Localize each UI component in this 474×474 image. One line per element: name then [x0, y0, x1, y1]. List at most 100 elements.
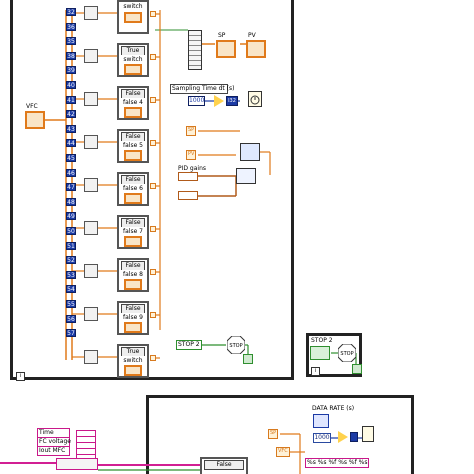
- case-output-tunnel[interactable]: [150, 11, 156, 17]
- bottom-vfc-terminal[interactable]: VFC: [276, 447, 290, 457]
- select-node[interactable]: [84, 307, 98, 321]
- case-output-tunnel[interactable]: [150, 97, 156, 103]
- numeric-constant[interactable]: 54: [66, 285, 76, 294]
- side-stop-node[interactable]: STOP: [337, 343, 357, 363]
- case-inner-indicator[interactable]: [124, 236, 142, 247]
- case-selector-label: switch 10: [121, 356, 145, 373]
- i32-conversion[interactable]: I32: [226, 96, 238, 106]
- bottom-i32-conversion[interactable]: [350, 432, 358, 442]
- select-node[interactable]: [84, 92, 98, 106]
- select-node[interactable]: [84, 221, 98, 235]
- case-inner-indicator[interactable]: [124, 64, 142, 75]
- numeric-constant[interactable]: 41: [66, 95, 76, 104]
- vfc-control[interactable]: [25, 111, 45, 129]
- case-output-tunnel[interactable]: [150, 312, 156, 318]
- bundle-node[interactable]: [188, 30, 202, 70]
- select-node[interactable]: [84, 350, 98, 364]
- data-rate-control[interactable]: [313, 414, 329, 428]
- side-stop-sign-icon: STOP: [337, 343, 357, 363]
- numeric-constant[interactable]: 40: [66, 81, 76, 89]
- bottom-case-header[interactable]: False: [204, 460, 244, 470]
- bottom-case-structure[interactable]: False: [200, 457, 248, 474]
- loop-condition-terminal[interactable]: [243, 354, 253, 364]
- pid-vi-icon-2[interactable]: [236, 168, 256, 184]
- numeric-constant[interactable]: 53: [66, 270, 76, 279]
- pv-chart-indicator[interactable]: [246, 40, 266, 58]
- case-output-tunnel[interactable]: [150, 226, 156, 232]
- case-inner-indicator[interactable]: [124, 12, 142, 23]
- vfc-label: VFC: [26, 103, 38, 110]
- sampling-time-constant[interactable]: 1000: [188, 96, 205, 106]
- pid-output-range[interactable]: [178, 191, 198, 200]
- numeric-constant[interactable]: 48: [66, 197, 76, 206]
- select-node[interactable]: [84, 49, 98, 63]
- select-node[interactable]: [84, 178, 98, 192]
- select-node[interactable]: [84, 6, 98, 20]
- select-node[interactable]: [84, 135, 98, 149]
- numeric-constant[interactable]: 35: [66, 37, 76, 46]
- numeric-constant[interactable]: 51: [66, 241, 76, 250]
- case-inner-indicator[interactable]: [124, 365, 142, 376]
- case-selector-label: false 5: [121, 141, 145, 150]
- side-stop-control[interactable]: STOP 2: [310, 337, 334, 345]
- clock-icon: [250, 95, 260, 105]
- select-node[interactable]: [84, 264, 98, 278]
- stop-control[interactable]: STOP 2: [176, 340, 202, 350]
- numeric-constant[interactable]: 47: [66, 183, 76, 192]
- case-structure[interactable]: switch 2: [117, 0, 149, 34]
- format-string-constant[interactable]: %s %s %f %s %f %s: [305, 458, 369, 468]
- case-inner-indicator[interactable]: [124, 193, 142, 204]
- bottom-bus-node[interactable]: [56, 458, 98, 470]
- data-rate-constant[interactable]: 1000: [313, 433, 331, 443]
- sp-chart-indicator[interactable]: [216, 40, 236, 58]
- numeric-constant[interactable]: 56: [66, 314, 76, 323]
- numeric-constant[interactable]: 43: [66, 124, 76, 133]
- sp-terminal[interactable]: SP: [186, 126, 196, 136]
- case-inner-indicator[interactable]: [124, 322, 142, 333]
- numeric-constant[interactable]: 39: [66, 66, 76, 75]
- numeric-constant[interactable]: 36: [66, 22, 76, 31]
- case-output-tunnel[interactable]: [150, 183, 156, 189]
- side-stop-boolean[interactable]: [310, 346, 330, 360]
- side-loop-condition[interactable]: [352, 364, 362, 374]
- numeric-constant[interactable]: 38: [66, 51, 76, 60]
- numeric-constant[interactable]: 42: [66, 110, 76, 119]
- multiply-node[interactable]: [214, 95, 224, 107]
- case-output-tunnel[interactable]: [150, 355, 156, 361]
- numeric-constant[interactable]: 49: [66, 212, 76, 221]
- wait-ms-icon[interactable]: [248, 91, 262, 107]
- case-output-tunnel[interactable]: [150, 54, 156, 60]
- pid-gains-control[interactable]: [178, 172, 198, 181]
- bottom-wait-icon[interactable]: [362, 426, 374, 442]
- case-output-tunnel[interactable]: [150, 140, 156, 146]
- loop-iteration-icon: i: [16, 372, 25, 381]
- stop-node[interactable]: STOP: [226, 335, 246, 355]
- case-selector-label: false 4: [121, 98, 145, 107]
- numeric-constant[interactable]: 50: [66, 227, 76, 235]
- numeric-constant[interactable]: 44: [66, 139, 76, 148]
- numeric-constant[interactable]: 52: [66, 256, 76, 265]
- case-output-tunnel[interactable]: [150, 269, 156, 275]
- numeric-constant[interactable]: 55: [66, 300, 76, 308]
- case-inner-indicator[interactable]: [124, 150, 142, 161]
- pid-vi-icon[interactable]: [240, 143, 260, 161]
- side-stop-sign-text: STOP: [340, 351, 353, 357]
- numeric-constant[interactable]: 45: [66, 154, 76, 162]
- numeric-constant[interactable]: 46: [66, 168, 76, 177]
- pv-terminal[interactable]: PV: [186, 150, 196, 160]
- case-inner-indicator[interactable]: [124, 279, 142, 290]
- numeric-constant[interactable]: 57: [66, 329, 76, 338]
- numeric-constant[interactable]: 32: [66, 8, 76, 16]
- case-inner-indicator[interactable]: [124, 107, 142, 118]
- bottom-sp-terminal[interactable]: SP: [268, 429, 278, 439]
- bottom-multiply-node[interactable]: [338, 431, 348, 443]
